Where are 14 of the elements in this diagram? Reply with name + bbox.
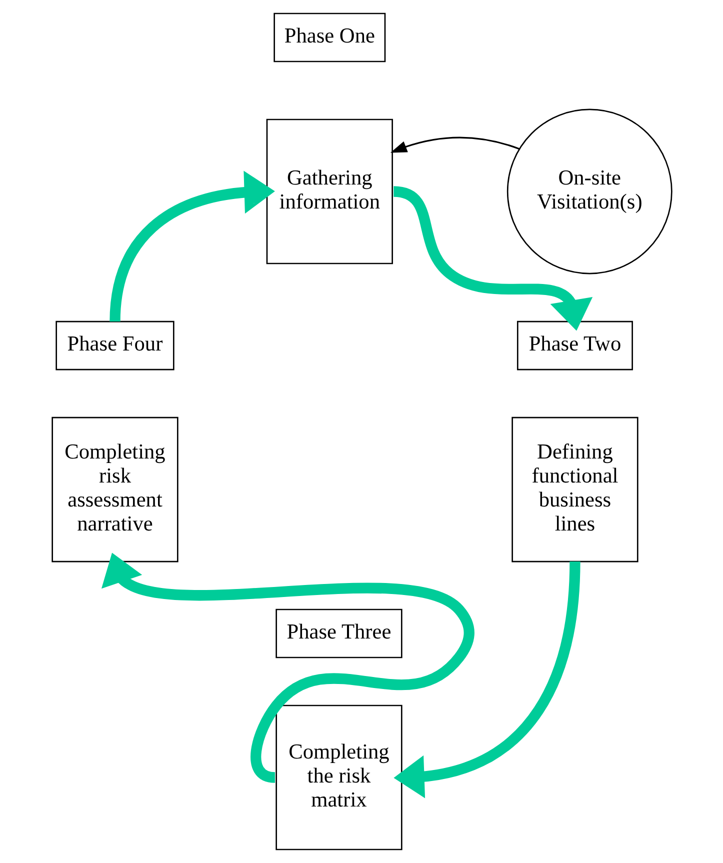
arrow (393, 561, 580, 798)
arrow (392, 186, 592, 331)
arrow (390, 136, 519, 153)
node-box: Phase Four (55, 320, 174, 370)
node-box: Completing risk assessment narrative (51, 416, 178, 562)
node-box: Defining functional business lines (511, 416, 638, 562)
arrow (100, 552, 474, 783)
node-circle: On-site Visitation(s) (506, 108, 672, 274)
node-box: Completing the risk matrix (275, 704, 402, 850)
node-box: Phase Three (275, 608, 402, 658)
node-box: Gathering information (266, 118, 392, 264)
arrow (109, 170, 274, 322)
node-box: Phase Two (516, 320, 632, 370)
node-box: Phase One (273, 12, 386, 62)
